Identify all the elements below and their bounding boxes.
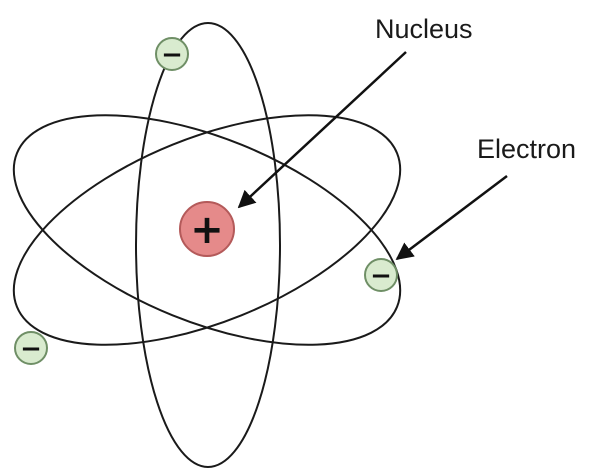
electron-right: −: [365, 259, 397, 291]
nucleus: +: [180, 202, 234, 256]
electron-label: Electron: [477, 134, 576, 164]
minus-circle-icon: −: [370, 261, 392, 291]
nucleus-label: Nucleus: [375, 14, 473, 44]
minus-circle-icon: −: [161, 40, 183, 70]
minus-circle-icon: −: [20, 334, 42, 364]
nucleus-arrow: [239, 52, 406, 207]
electron-left: −: [15, 332, 47, 364]
electron-arrow: [397, 176, 507, 259]
electron-top: −: [156, 38, 188, 70]
plus-circle-icon: +: [190, 207, 224, 253]
